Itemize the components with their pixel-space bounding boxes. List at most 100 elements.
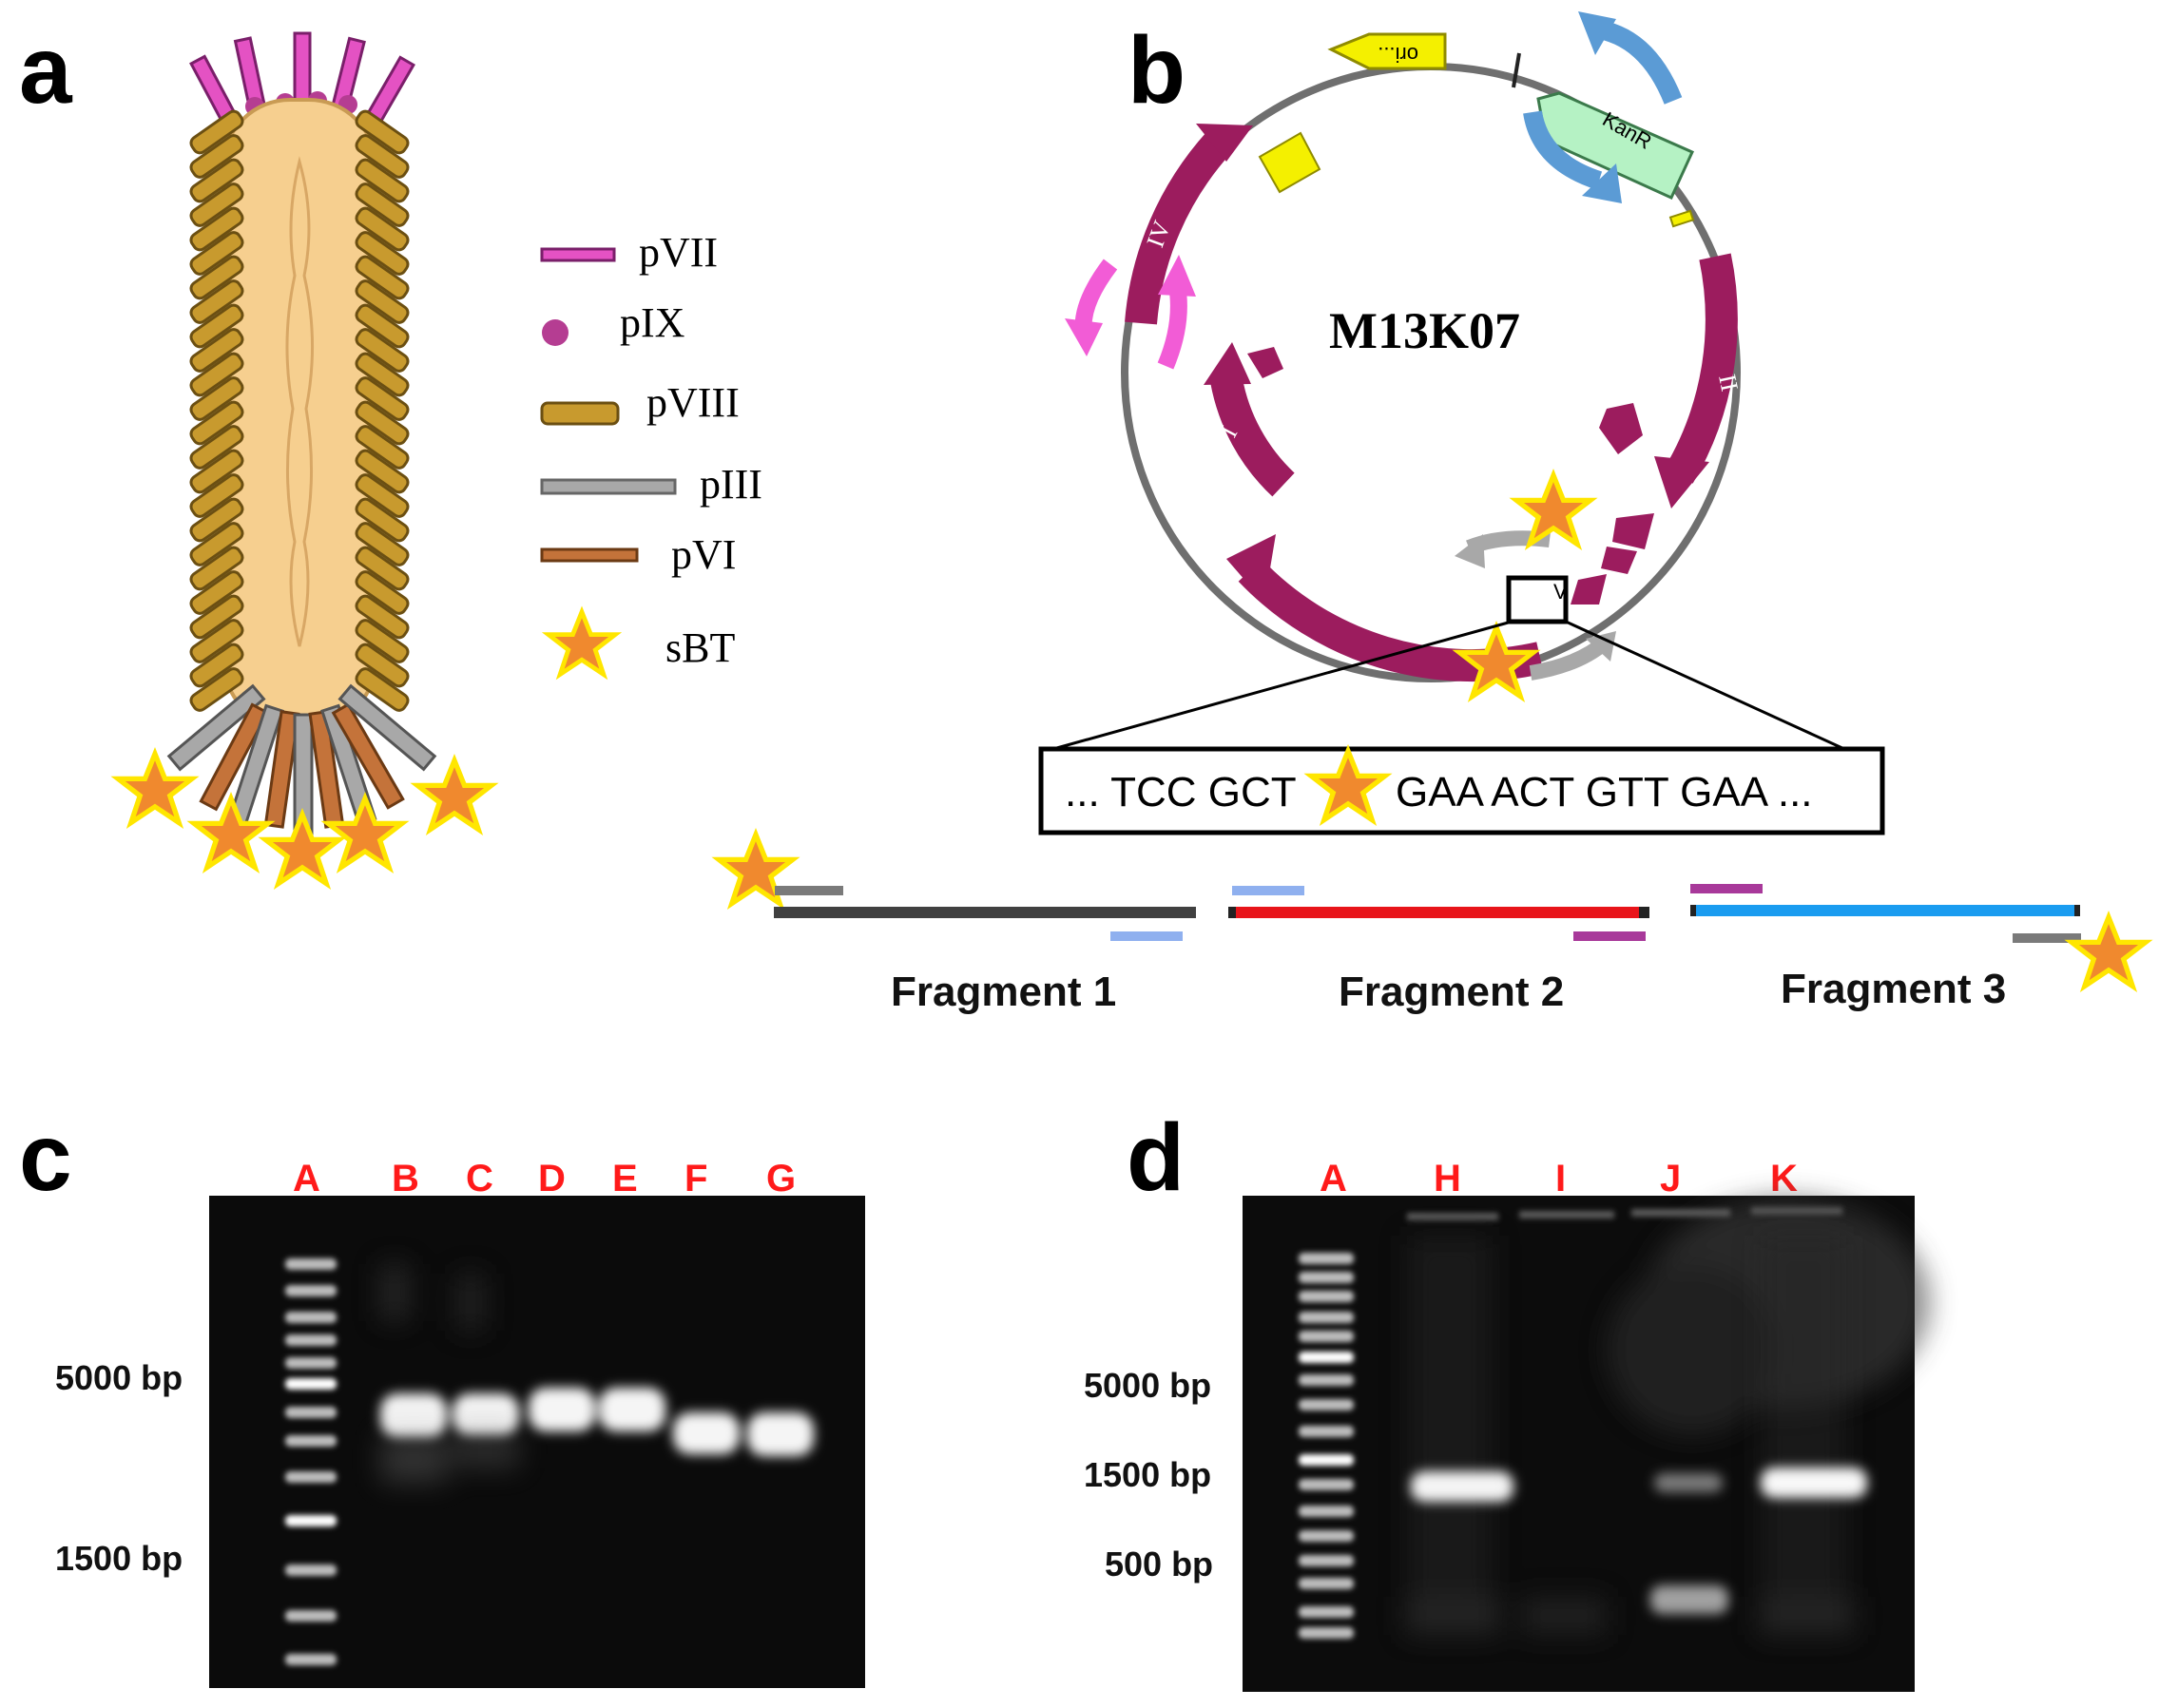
panel-label-c: c [19,1104,72,1211]
ladder-band [1299,1399,1354,1411]
gel-c-marker-1500: 1500 bp [55,1539,183,1578]
backbone-tick [1512,52,1521,88]
gel-d-lane-j: J [1660,1158,1681,1199]
pviii-tile [355,497,410,543]
ladder-band [1299,1291,1354,1302]
gel-d-lane-h: H [1434,1158,1461,1199]
ladder-band [1299,1578,1354,1589]
grey-arrowhead-lower [1586,631,1616,662]
pviii-left-column [189,109,244,712]
inner-block-right [1599,403,1643,454]
pviii-tile [355,231,410,276]
gel-c-bands [380,1388,814,1456]
gel-d [1243,1196,1930,1692]
pviii-tile [355,328,410,373]
pviii-tile [355,182,410,227]
pviii-tile [189,303,244,349]
legend-swatch-pvi [540,547,639,563]
ladder-band [285,1334,337,1346]
pink-arrowhead-right [1158,255,1196,297]
ladder-band [285,1407,337,1418]
pviii-tile [189,206,244,252]
gel-c-lane-g: G [766,1158,796,1199]
legend-star-icon [549,612,615,675]
ladder-band [1299,1352,1354,1363]
gene-i-arc [1210,376,1295,497]
gel-c-lane-c: C [466,1158,493,1199]
fragment-3-label: Fragment 3 [1781,966,2006,1012]
sequence-box [1038,746,1885,835]
pviii-tile [189,255,244,300]
gene-iv-arc [1125,131,1231,325]
legend-label-pvi: pVI [671,531,736,578]
sequence-right: GAA ACT GTT GAA ... [1396,769,1813,816]
pviii-tile [355,546,410,591]
ladder-band [285,1378,337,1390]
gel-d-lane-k: K [1770,1158,1798,1199]
fragment-1-bar [774,907,1196,918]
pviii-tile [189,279,244,324]
gel-d-lane-a: A [1320,1158,1347,1199]
ladder-band [285,1285,337,1296]
gel-d-marker-5000: 5000 bp [1084,1366,1211,1405]
ladder-band [285,1312,337,1323]
piii-pvi-tail [166,683,437,835]
ladder-band [285,1258,337,1270]
gel-c-ladder [285,1258,337,1665]
gene-ii-arrowhead [1654,456,1709,509]
ladder-band [1299,1530,1354,1542]
gel-c-lane-labels: A B C D E F G [293,1158,796,1199]
gel-c-lane-e: E [612,1158,638,1199]
pviii-tile [189,182,244,227]
ladder-band [285,1654,337,1665]
legend-label-pviii: pVIII [646,379,740,426]
kanr-feature [1536,91,1694,200]
gel-d-wells [1407,1207,1842,1220]
fragment-1-primer-bottom [1110,931,1183,941]
pviii-tile [189,109,244,155]
pink-arrowhead-left [1065,318,1103,356]
pviii-tile [355,109,410,155]
pviii-tile [355,594,410,640]
pviii-tile [355,376,410,421]
pviii-tile [355,255,410,300]
gel-c-band-b [380,1393,447,1437]
gene-iii-arrowhead [1226,534,1276,603]
zoom-line-right [1565,620,1845,751]
pviii-tile [189,473,244,518]
yellow-inner-block [1258,131,1321,194]
pviii-tile [355,279,410,324]
sequence-left: ... TCC GCT [1065,769,1297,816]
pviii-tile [355,352,410,397]
pviii-tile [189,158,244,203]
blue-arrow-top [1590,19,1683,105]
fragment-1-label: Fragment 1 [891,969,1116,1015]
gel-d-ladder [1299,1253,1354,1639]
plasmid-name: M13K07 [1329,302,1520,359]
ladder-band [1299,1374,1354,1386]
gene-ii-arc [1665,253,1738,484]
ladder-band [285,1435,337,1447]
gene-block-3 [1571,574,1607,605]
gene-ii-label: II [1713,372,1744,393]
fragment-2-primer-bottom [1573,931,1646,941]
ori-label: ori... [1378,43,1418,67]
pviii-tile [355,619,410,663]
gel-c-band-c [453,1393,519,1435]
panel-label-d: d [1127,1104,1185,1211]
pviii-tile [189,328,244,373]
gel-d-band-k [1761,1468,1867,1498]
gene-i-arrowhead [1204,342,1251,385]
pviii-tile [189,231,244,276]
pviii-tile [355,667,410,712]
ladder-band [1299,1426,1354,1437]
blue-arrow-bottom [1523,110,1603,190]
pviii-tile [189,497,244,543]
fragment-2-bar [1228,907,1649,918]
pviii-tile [189,376,244,421]
gel-c-lane-b: B [392,1158,419,1199]
pviii-tile [189,425,244,470]
ladder-band [1299,1454,1354,1466]
gene-block-2 [1601,547,1637,574]
